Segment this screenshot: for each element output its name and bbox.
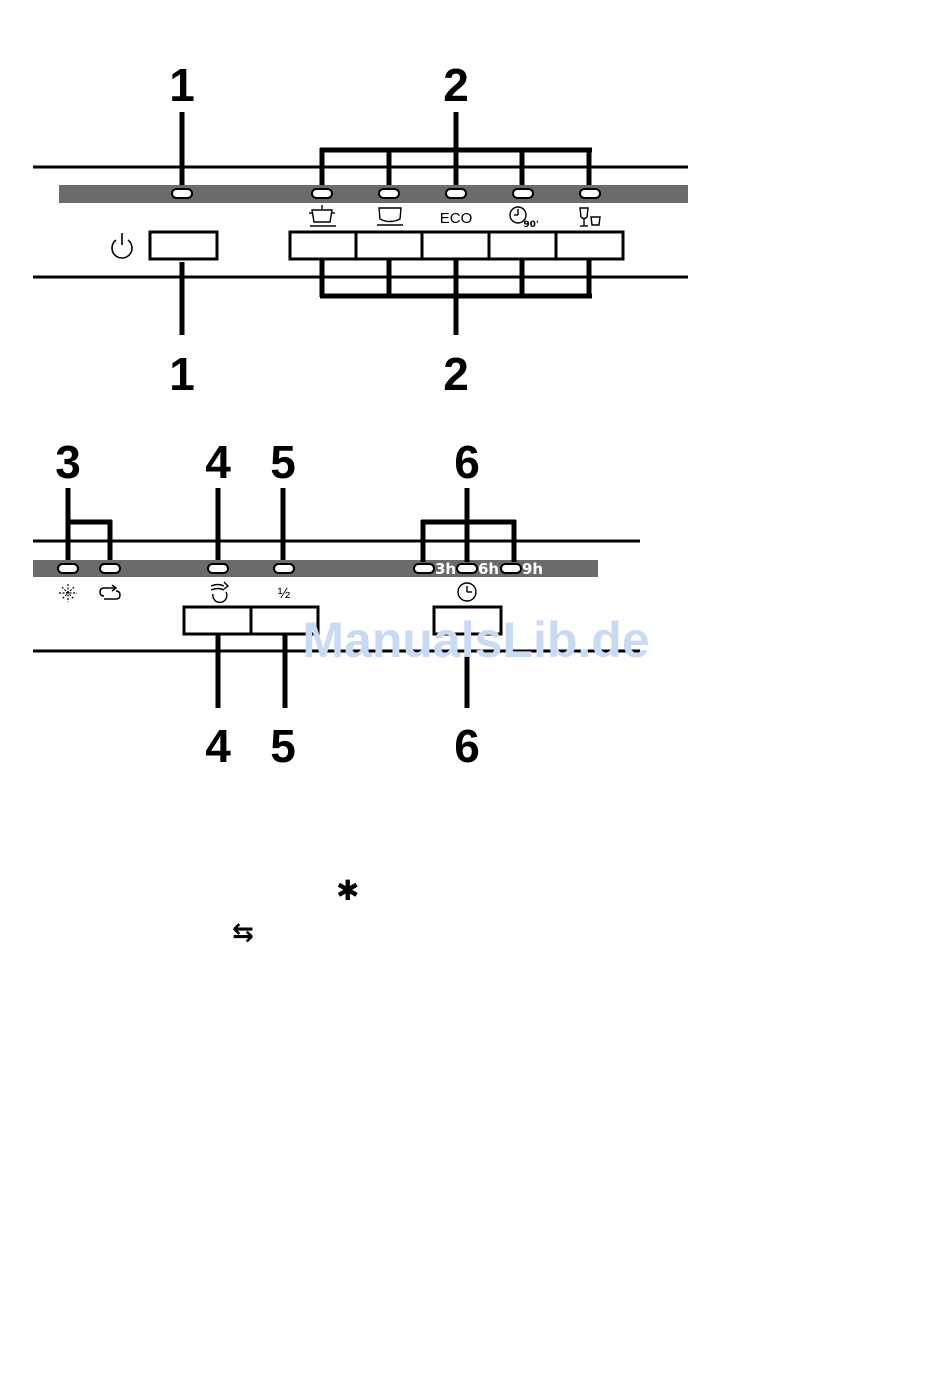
callout-intensive-bottom: 4 [205, 720, 231, 772]
intensive-wash-icon [211, 582, 228, 602]
intensive-button[interactable] [184, 607, 251, 634]
half-load-label: ½ [278, 585, 291, 602]
callout-half-load-bottom: 5 [270, 720, 296, 772]
bracket-delay-top [421, 488, 516, 562]
callout-delay-bottom: 6 [454, 720, 480, 772]
delay-3h-led [414, 564, 434, 573]
rinse-aid-led [100, 564, 120, 573]
clock-icon [458, 583, 476, 601]
power-button[interactable] [150, 232, 217, 259]
clock-90-icon: 90' [510, 207, 539, 230]
delay-9h-label: 9h [522, 560, 543, 578]
eco-label: ECO [440, 210, 473, 227]
bracket-indicators [66, 488, 112, 560]
program-button-4[interactable] [489, 232, 556, 259]
salt-led [58, 564, 78, 573]
callout-indicators: 3 [55, 436, 81, 488]
program-led-1 [312, 189, 332, 198]
salt-snowflake-icon [59, 584, 77, 602]
callout-delay-top: 6 [454, 436, 480, 488]
callout-power-bottom: 1 [169, 348, 195, 400]
quick-90-label: 90' [523, 220, 538, 230]
power-led [172, 189, 192, 198]
rinse-aid-icon [100, 585, 120, 599]
delay-3h-label: 3h [435, 560, 456, 578]
program-button-1[interactable] [290, 232, 356, 259]
bracket-programs-top [320, 112, 592, 185]
rinse-aid-legend-icon: ⇆ [232, 918, 254, 948]
program-led-2 [379, 189, 399, 198]
program-buttons [290, 232, 623, 259]
program-led-3 [446, 189, 466, 198]
callout-programs-top: 2 [443, 59, 469, 111]
watermark: ManualsLib.de [302, 612, 649, 668]
bottom-panel: 3 4 5 6 3h 6h 9h [33, 436, 640, 772]
program-led-5 [580, 189, 600, 198]
callout-programs-bottom: 2 [443, 348, 469, 400]
program-button-3[interactable] [422, 232, 489, 259]
half-load-led [274, 564, 294, 573]
program-led-4 [513, 189, 533, 198]
callout-power-top: 1 [169, 59, 195, 111]
callout-intensive-top: 4 [205, 436, 231, 488]
program-button-2[interactable] [356, 232, 422, 259]
program-button-5[interactable] [556, 232, 623, 259]
bracket-programs-bottom [320, 259, 592, 335]
salt-legend-icon: ✱ [336, 874, 359, 907]
delay-6h-label: 6h [478, 560, 499, 578]
top-panel: 1 2 ECO 90' [33, 59, 688, 400]
bowl-icon [377, 208, 403, 225]
delay-9h-led [501, 564, 521, 573]
power-icon [112, 233, 132, 258]
glass-cup-icon [580, 208, 600, 226]
delay-6h-led [457, 564, 477, 573]
pot-icon [309, 205, 336, 226]
callout-half-load-top: 5 [270, 436, 296, 488]
intensive-led [208, 564, 228, 573]
